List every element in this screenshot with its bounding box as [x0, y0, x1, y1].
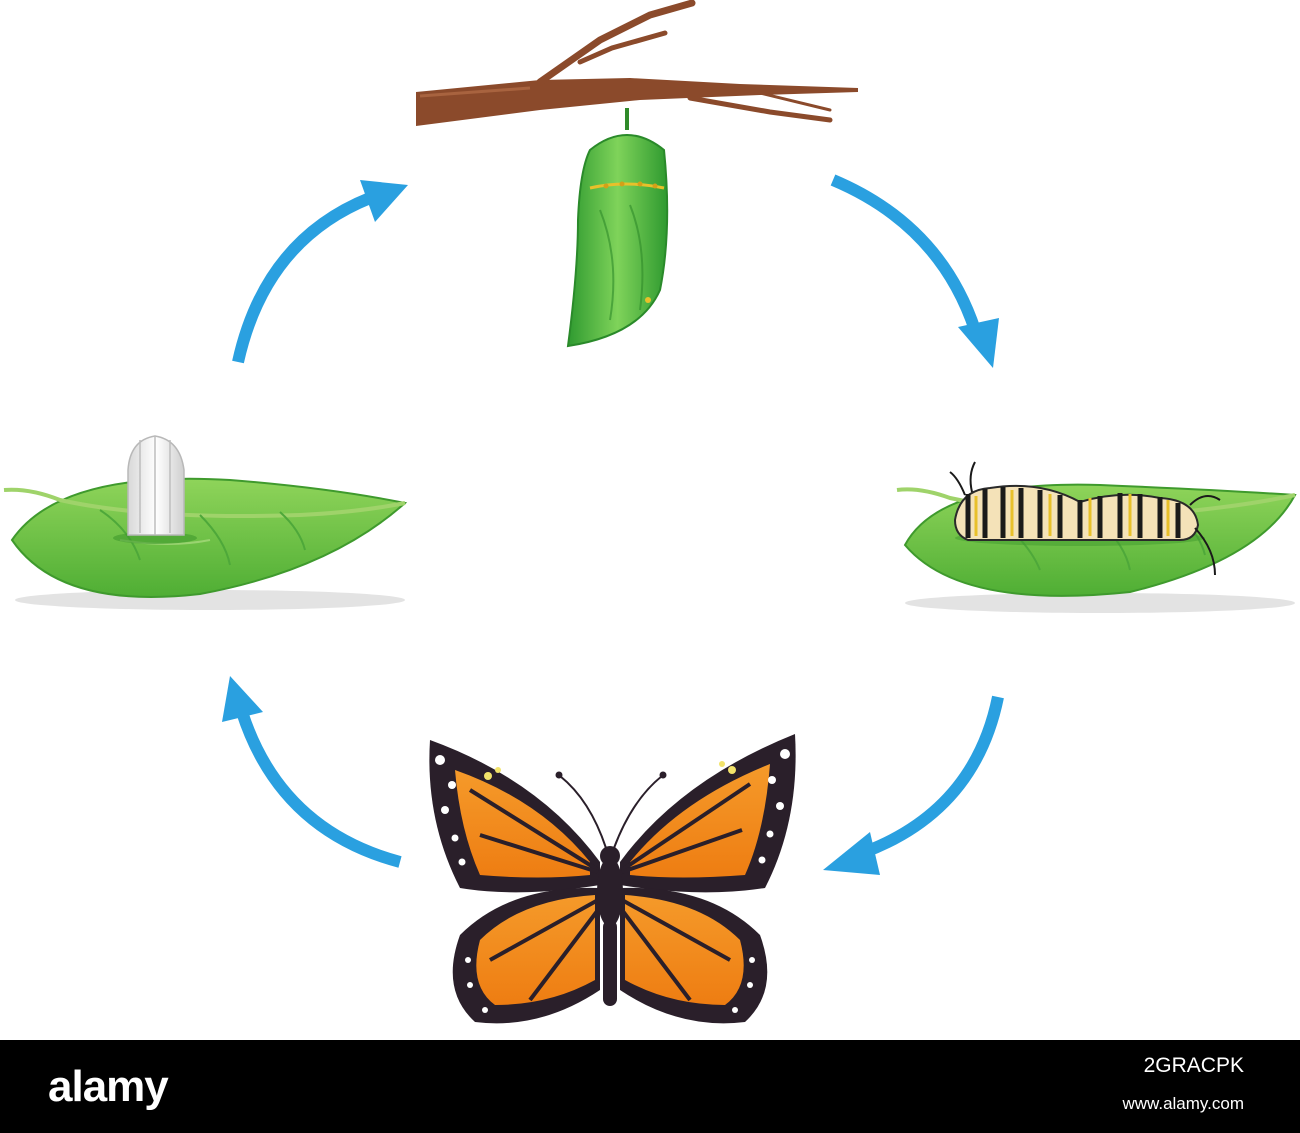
egg — [113, 435, 197, 544]
chrysalis — [566, 108, 669, 348]
image-code: 2GRACPK — [1143, 1054, 1244, 1077]
branch — [416, 0, 858, 126]
watermark-url: www.alamy.com — [1122, 1094, 1244, 1113]
life-cycle-diagram — [3, 0, 1297, 1024]
arrow-egg-to-chrysalis — [232, 180, 408, 364]
butterfly — [429, 734, 796, 1024]
watermark-footer: alamy 2GRACPK www.alamy.com — [0, 1040, 1300, 1133]
arrow-chrysalis-to-caterpillar — [830, 174, 999, 368]
arrow-butterfly-to-egg — [222, 676, 402, 868]
arrow-caterpillar-to-butterfly — [823, 695, 1004, 875]
caterpillar — [949, 461, 1221, 576]
alamy-logo: alamy — [48, 1062, 169, 1111]
egg-leaf — [3, 477, 408, 610]
